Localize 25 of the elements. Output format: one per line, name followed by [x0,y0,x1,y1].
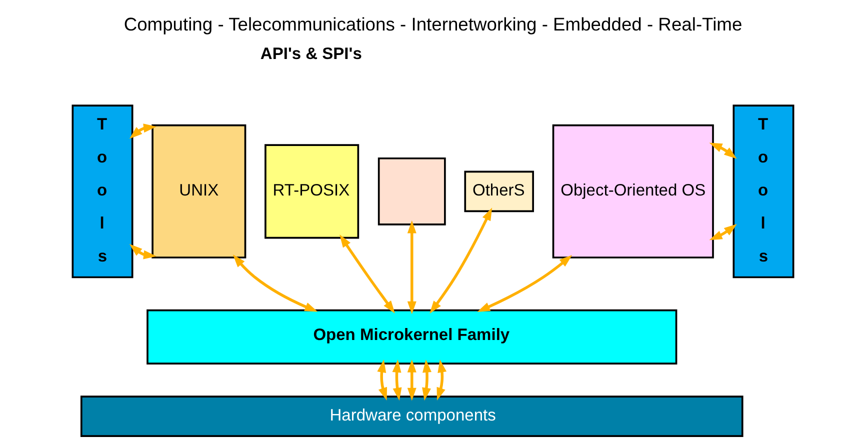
arrow [392,360,402,401]
diagram-title: Computing - Telecommunications - Internetworking - Embedded - Real-Time [123,13,742,34]
arrow [406,360,416,401]
node-box: UNIX [151,124,246,258]
node-box [377,157,446,226]
node-box: Object-Oriented OS [552,124,714,258]
node-box: Hardware components [80,396,743,437]
arrow [476,255,572,312]
node-box: T o o l s [732,104,794,278]
arrow [708,142,736,159]
node-box: RT-POSIX [264,144,359,239]
arrow [422,360,431,401]
arrow [406,220,416,314]
arrow [429,208,492,314]
arrow [128,124,156,139]
arrow [232,254,318,312]
arrow [376,360,386,401]
arrow [128,244,156,260]
node-box: T o o l s [71,104,133,278]
node-box: Open Microkernel Family [146,309,677,364]
arrow [708,224,736,240]
node-box: OtherS [464,170,534,212]
label: API's & SPI's [260,44,362,64]
arrow [436,360,446,401]
arrow [339,234,394,314]
